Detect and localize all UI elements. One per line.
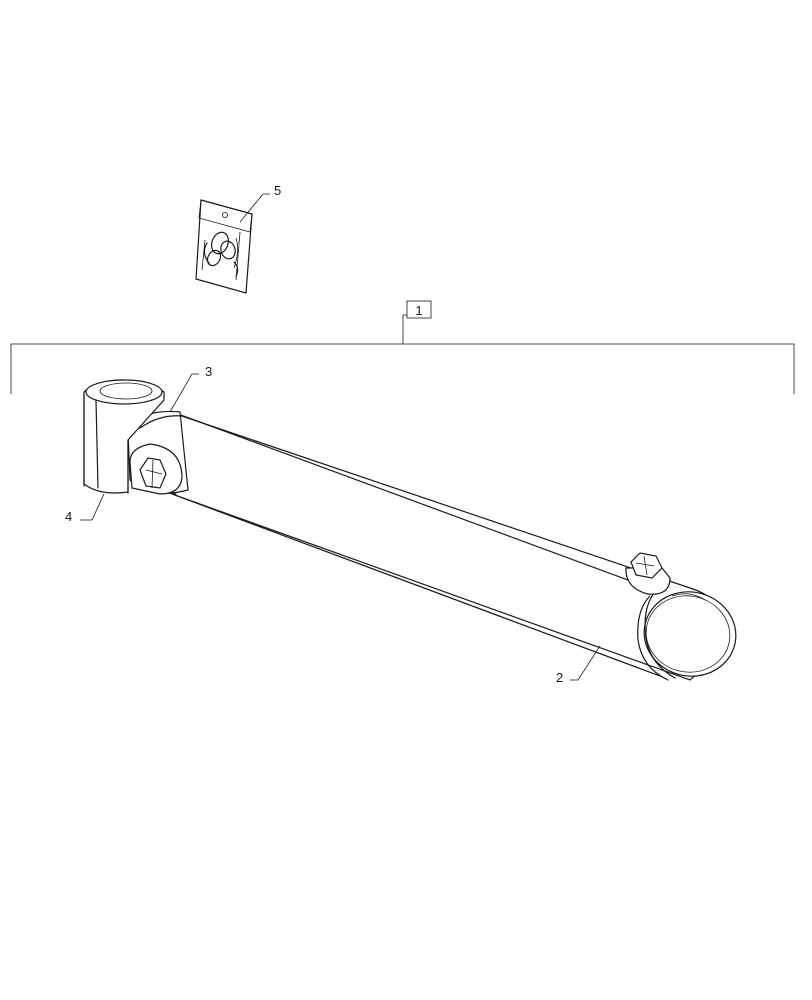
callout-box-1 bbox=[406, 300, 432, 319]
callout-1[interactable]: 1 bbox=[415, 303, 422, 318]
hydraulic-cylinder[interactable] bbox=[83, 379, 744, 685]
seal-kit-bag[interactable] bbox=[195, 199, 253, 294]
leader-line-3 bbox=[169, 373, 199, 413]
callout-2[interactable]: 2 bbox=[556, 670, 563, 685]
assembly-bracket bbox=[10, 314, 795, 394]
end-cap bbox=[637, 591, 737, 681]
leader-line-4 bbox=[80, 493, 105, 521]
rod-eye-block bbox=[83, 379, 165, 494]
callout-4[interactable]: 4 bbox=[65, 509, 72, 524]
port-fitting-right bbox=[625, 552, 671, 595]
leader-line-2 bbox=[570, 645, 601, 681]
callout-5[interactable]: 5 bbox=[274, 183, 281, 198]
callout-3[interactable]: 3 bbox=[205, 364, 212, 379]
leader-line-5 bbox=[239, 193, 270, 223]
